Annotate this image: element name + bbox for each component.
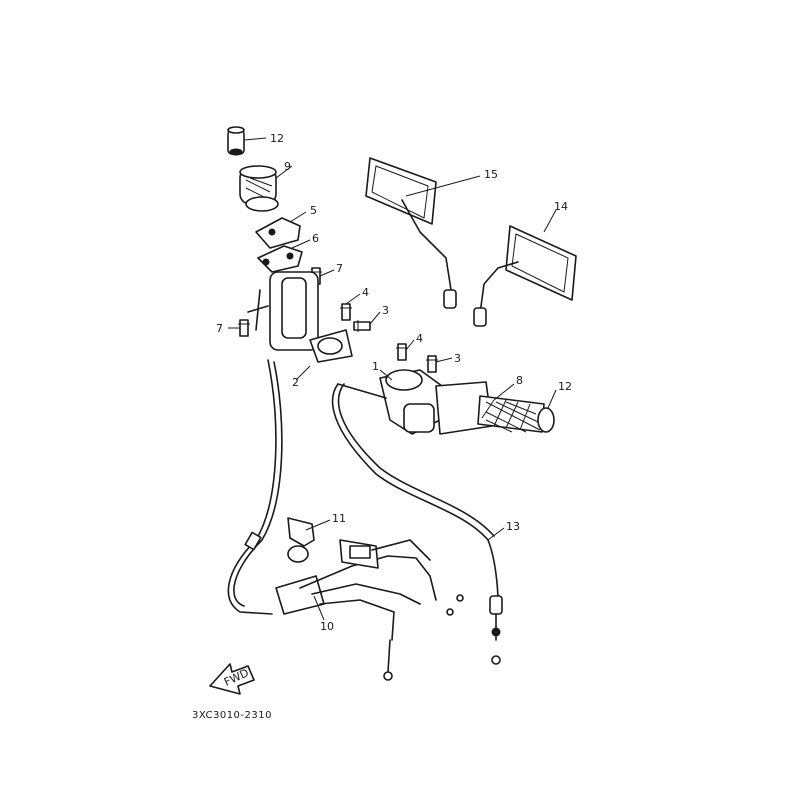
callout-13: 13 [506,520,520,533]
callout-labels: 12 9 5 6 7 7 2 4 3 15 14 4 3 1 8 12 11 1… [216,132,572,633]
callout-8: 8 [516,374,523,387]
callout-4-left: 4 [362,286,369,299]
callout-10: 10 [320,620,334,633]
screw-part [353,320,371,332]
callout-5: 5 [310,204,317,217]
screw-part [426,355,438,373]
callout-4-right: 4 [416,332,423,345]
callout-9: 9 [284,160,291,173]
callout-14: 14 [554,200,568,213]
mirror-left-part [365,157,457,309]
callout-1: 1 [372,360,379,373]
callout-7-lower: 7 [216,322,223,335]
callout-3-right: 3 [454,352,461,365]
right-switch-assembly-part [379,369,493,435]
throttle-grip-part [239,165,279,212]
callout-6: 6 [312,232,319,245]
leader-lines [228,137,557,621]
diagram-code: 3XC3010-2310 [192,710,272,721]
callout-12-lower: 12 [558,380,572,393]
callout-11: 11 [332,512,346,525]
callout-12-upper: 12 [270,132,284,145]
callout-15: 15 [484,168,498,181]
clutch-cable-part [227,359,283,615]
callout-3-left: 3 [382,304,389,317]
handle-grip-part [477,395,555,433]
mirror-right-part [473,225,577,327]
callout-7-upper: 7 [336,262,343,275]
throttle-housing-lower-part [257,245,303,273]
grip-end-cap-part [227,126,245,156]
throttle-cable-part [331,383,503,665]
speedometer-cable-part [275,539,464,681]
screw-part [396,343,408,361]
cable-clamp-part [287,517,315,563]
callout-2: 2 [292,376,299,389]
throttle-housing-upper-part [255,217,301,249]
screw-part [340,303,352,321]
left-switch-assembly-part [247,271,353,363]
fwd-arrow-icon: FWD [209,663,255,695]
